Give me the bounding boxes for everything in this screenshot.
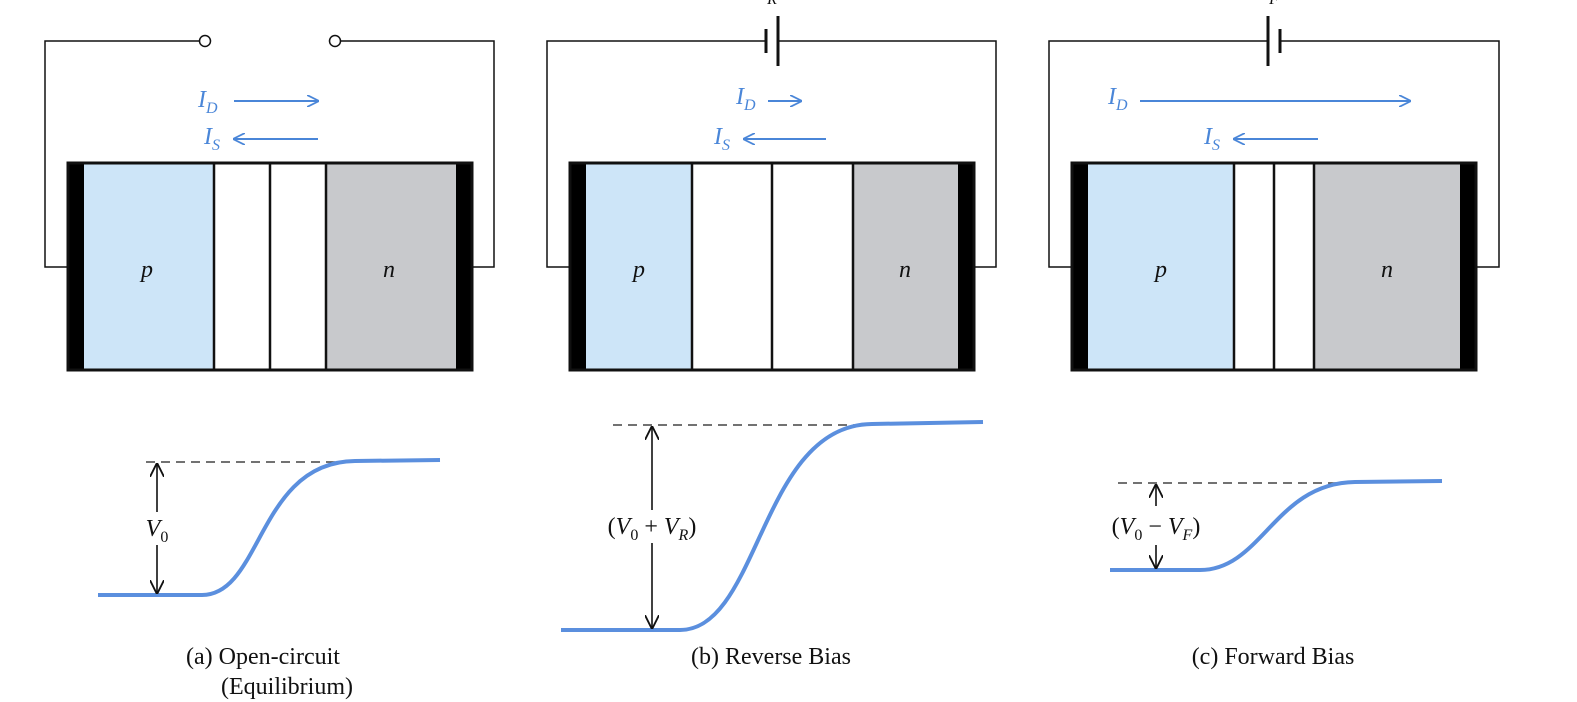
drift-current-label: IS (1203, 124, 1220, 154)
depletion-region-left (214, 163, 270, 370)
contact-right (456, 163, 472, 370)
diffusion-current-label: ID (197, 87, 218, 117)
barrier-height-label: (V0 + VR) (608, 514, 697, 544)
p-region-label: p (139, 257, 153, 283)
circuit-wire-right (340, 40, 495, 268)
caption: (c) Forward Bias (1192, 644, 1355, 670)
barrier-potential-curve (561, 420, 984, 632)
n-region-label: n (383, 257, 395, 283)
n-region (326, 163, 456, 370)
drift-current-label: IS (713, 124, 730, 154)
diffusion-current-label: ID (735, 84, 756, 114)
circuit-wire-left (44, 40, 200, 268)
open-terminal-left (198, 34, 212, 48)
barrier-height-label: V0 (146, 516, 169, 546)
circuit-wire-left (1048, 40, 1268, 268)
n-region (853, 163, 958, 370)
drift-current-label: IS (203, 124, 220, 154)
barrier-height-label: (V0 − VF) (1112, 514, 1201, 544)
depletion-region-right (270, 163, 326, 370)
caption-subtitle: (Equilibrium) (221, 674, 353, 700)
depletion-region-right (1274, 163, 1314, 370)
n-region-label: n (899, 257, 911, 283)
diffusion-current-label: ID (1107, 84, 1128, 114)
contact-left (68, 163, 84, 370)
circuit-wire-right (778, 40, 997, 268)
circuit-wire-right (1280, 40, 1500, 268)
depletion-region-right (772, 163, 853, 370)
depletion-region-left (692, 163, 772, 370)
contact-left (570, 163, 586, 370)
n-region-label: n (1381, 257, 1393, 283)
battery-icon (1266, 16, 1282, 66)
battery-voltage-label: R (766, 0, 777, 8)
contact-right (958, 163, 974, 370)
p-region-label: p (631, 257, 645, 283)
p-region (84, 163, 214, 370)
panel-forward-bias: F ID IS p n (V0 − VF) (c) Forward Bias (1048, 0, 1500, 670)
circuit-wire-left (546, 40, 766, 268)
p-region (586, 163, 692, 370)
contact-left (1072, 163, 1088, 370)
panel-reverse-bias: R ID IS p n (V0 + VR) (b) Reverse Bias (546, 0, 997, 670)
p-region-label: p (1153, 257, 1167, 283)
caption: (a) Open-circuit (186, 644, 340, 670)
contact-right (1460, 163, 1476, 370)
open-terminal-right (328, 34, 342, 48)
barrier-potential-curve (1110, 479, 1443, 572)
barrier-potential-curve (98, 458, 441, 597)
battery-icon (764, 16, 780, 66)
n-region (1314, 163, 1460, 370)
caption: (b) Reverse Bias (691, 644, 851, 670)
panel-open-circuit: ID IS p n V0 (a) Open-circuit (Equilibri… (44, 34, 495, 700)
depletion-region-left (1234, 163, 1274, 370)
p-region (1088, 163, 1234, 370)
battery-voltage-label: F (1268, 0, 1279, 8)
